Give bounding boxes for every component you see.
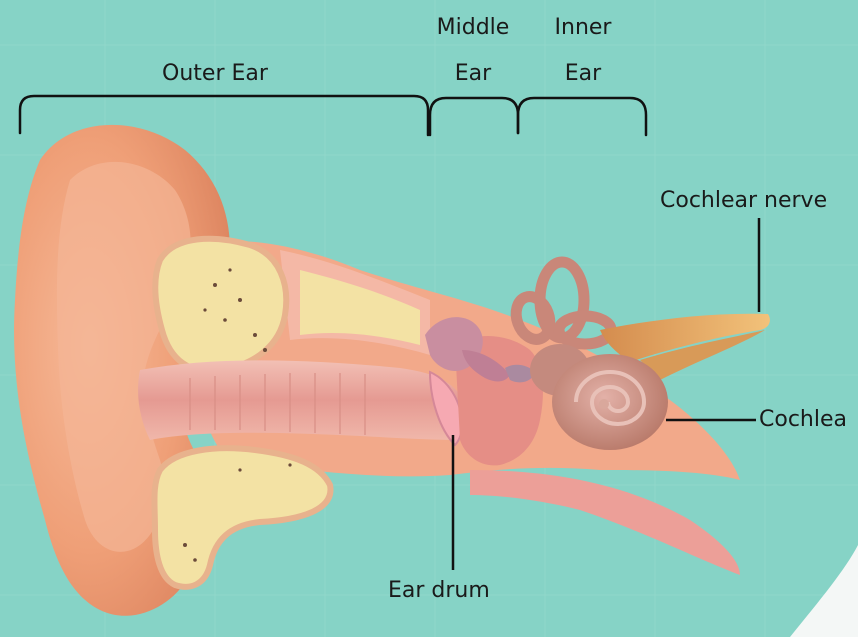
outer-ear-label: Outer Ear xyxy=(125,59,305,89)
ear-canal xyxy=(138,360,460,440)
middle-ear-label-line2: Ear xyxy=(418,59,528,89)
cochlear-nerve-label: Cochlear nerve xyxy=(660,186,827,216)
cochlea-shape xyxy=(552,354,668,450)
semicircular-canals xyxy=(510,262,611,344)
ear-drum-label: Ear drum xyxy=(388,576,490,606)
middle-ear-label-line1: Middle xyxy=(418,13,528,43)
eustachian-tube xyxy=(470,470,740,575)
corner-decoration xyxy=(790,545,858,637)
outer-ear-bracket xyxy=(20,96,428,135)
inner-ear-label-line1: Inner xyxy=(528,13,638,43)
inner-ear-bracket xyxy=(518,98,646,135)
cartilage-lower xyxy=(154,448,330,587)
middle-ear-bracket xyxy=(430,98,518,135)
cochlea-label: Cochlea xyxy=(759,405,847,435)
inner-ear-label-line2: Ear xyxy=(528,59,638,89)
